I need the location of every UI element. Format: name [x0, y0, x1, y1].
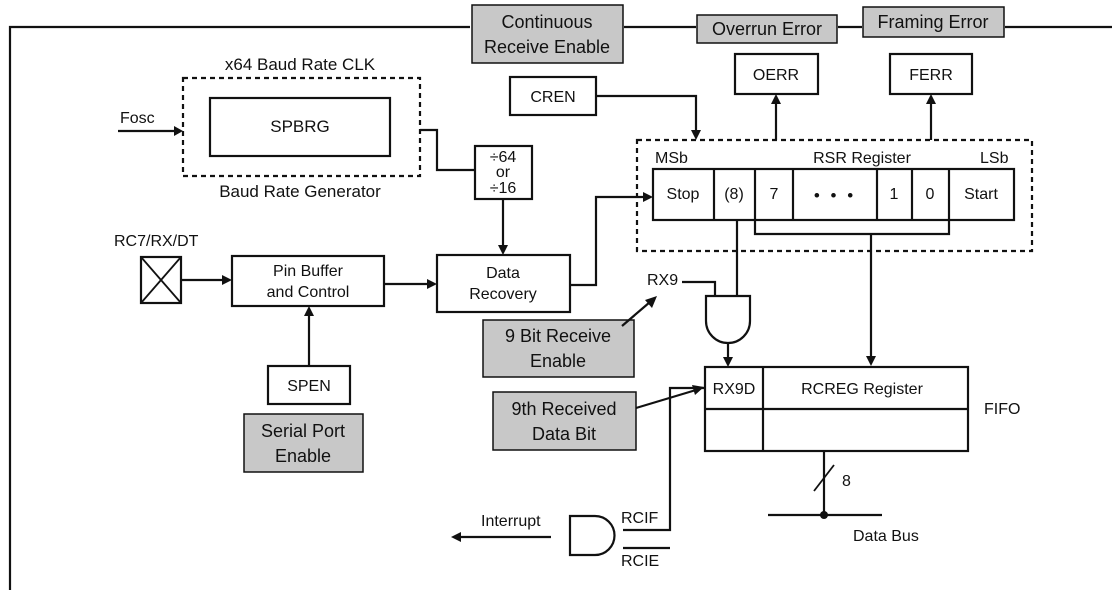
- interrupt-label: Interrupt: [481, 513, 541, 530]
- spbrg-label: SPBRG: [270, 117, 330, 136]
- spen-box: SPEN: [266, 364, 352, 406]
- divider-line: ÷64: [490, 149, 517, 166]
- divider-line: or: [496, 164, 511, 181]
- callout-line: Continuous: [501, 12, 592, 32]
- serial-port-enable-callout: Serial Port Enable: [243, 413, 364, 473]
- data-recovery-line: Data: [486, 265, 520, 282]
- data-bus: 8 Data Bus: [768, 451, 919, 545]
- data-recovery-box: Data Recovery: [435, 253, 572, 314]
- rsr-cell-bit8: (8): [724, 186, 744, 203]
- ferr-label: FERR: [909, 67, 953, 84]
- rx9d-label: RX9D: [713, 381, 756, 398]
- data-recovery-line: Recovery: [469, 286, 537, 303]
- baud-rate-generator-group: x64 Baud Rate CLK SPBRG Baud Rate Genera…: [181, 55, 422, 201]
- baud-clk-label: x64 Baud Rate CLK: [225, 55, 376, 74]
- rcif-label: RCIF: [621, 510, 659, 527]
- ninth-received-data-bit-callout: 9th Received Data Bit: [492, 391, 637, 451]
- rx9-label: RX9: [647, 272, 678, 289]
- ferr-box: FERR: [888, 52, 974, 96]
- callout-line: Overrun Error: [712, 19, 822, 39]
- spbrg-box: [208, 96, 392, 158]
- overrun-error-callout: Overrun Error: [696, 14, 838, 44]
- rsr-cell-bit0: 0: [926, 186, 935, 203]
- spen-label: SPEN: [287, 378, 331, 395]
- callout-line: Receive Enable: [484, 37, 610, 57]
- oerr-box: OERR: [733, 52, 820, 96]
- msb-label: MSb: [655, 150, 688, 167]
- fifo-label: FIFO: [984, 401, 1020, 418]
- callout-line: 9th Received: [511, 399, 616, 419]
- rsr-cell-bit7: 7: [770, 186, 779, 203]
- rcie-label: RCIE: [621, 553, 659, 570]
- divider-box: ÷64 or ÷16: [473, 144, 534, 201]
- callout-line: Enable: [275, 446, 331, 466]
- pin-label: RC7/RX/DT: [114, 233, 199, 250]
- rsr-cell-ellipsis: • • •: [814, 186, 856, 205]
- rcreg-title: RCREG Register: [801, 381, 923, 398]
- framing-error-callout: Framing Error: [862, 6, 1005, 38]
- pin-buffer-control-box: Pin Buffer and Control: [230, 254, 386, 308]
- data-bus-label: Data Bus: [853, 528, 919, 545]
- fosc-input: Fosc: [118, 110, 183, 136]
- callout-line: Data Bit: [532, 424, 596, 444]
- continuous-receive-enable-callout: Continuous Receive Enable: [471, 4, 624, 64]
- nine-bit-receive-enable-callout: 9 Bit Receive Enable: [482, 319, 635, 378]
- rsr-cell-bit1: 1: [890, 186, 899, 203]
- rcreg-register: RX9D RCREG Register FIFO: [703, 365, 1020, 453]
- divider-line: ÷16: [490, 180, 517, 197]
- oerr-label: OERR: [753, 67, 799, 84]
- fosc-label: Fosc: [120, 110, 155, 127]
- baud-generator-label: Baud Rate Generator: [219, 182, 381, 201]
- rsr-title: RSR Register: [813, 150, 911, 167]
- rsr-cell-stop: Stop: [667, 186, 700, 203]
- callout-line: 9 Bit Receive: [505, 326, 611, 346]
- rx9-and-gate: [704, 294, 752, 345]
- cren-label: CREN: [530, 89, 575, 106]
- rsr-register-group: MSb RSR Register LSb Stop (8) 7 • • • 1 …: [635, 138, 1034, 253]
- lsb-label: LSb: [980, 150, 1009, 167]
- rsr-cell-start: Start: [964, 186, 998, 203]
- interrupt-and-gate: RCIF RCIE Interrupt: [451, 510, 670, 570]
- callout-line: Enable: [530, 351, 586, 371]
- pin-rc7-rx-dt: RC7/RX/DT: [114, 233, 199, 305]
- outer-frame: [8, 25, 1112, 590]
- pin-buffer-line: Pin Buffer: [273, 263, 344, 280]
- bus-width-label: 8: [842, 473, 851, 490]
- callout-line: Framing Error: [877, 12, 988, 32]
- callout-line: Serial Port: [261, 421, 345, 441]
- cren-box: CREN: [508, 75, 598, 117]
- pin-buffer-line: and Control: [267, 284, 350, 301]
- rx9-input: RX9: [647, 272, 717, 296]
